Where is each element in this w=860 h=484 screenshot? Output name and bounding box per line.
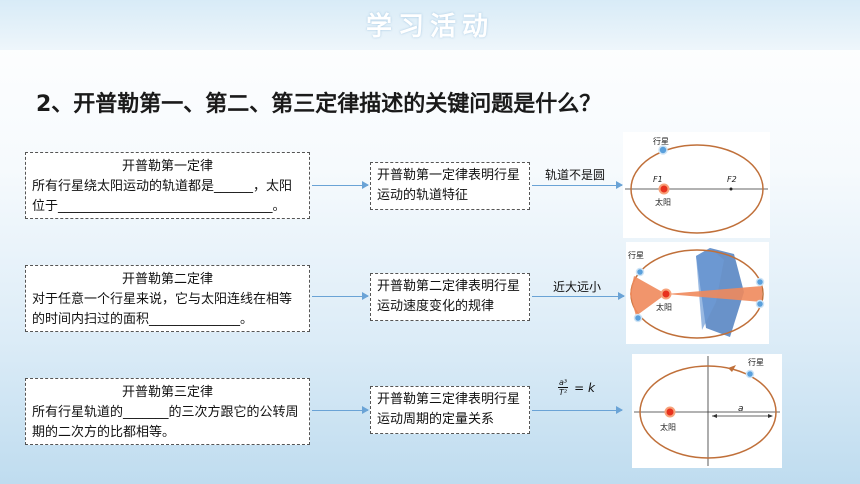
arrow-law3-to-meaning [312,406,369,414]
planet-label: 行星 [628,250,644,260]
planet-icon [658,145,668,155]
sun-label: 太阳 [656,302,672,312]
arrow-meaning1-to-diagram [532,181,623,189]
law1-label: 轨道不是圆 [545,168,606,182]
sun-label: 太阳 [655,197,671,207]
law1-box: 开普勒第一定律 所有行星绕太阳运动的轨道都是______，太阳位于_______… [25,152,310,219]
law2-title: 开普勒第二定律 [121,272,213,287]
law3-box: 开普勒第三定律 所有行星轨道的_______的三次方跟它的公转周期的二次方的比都… [25,378,310,445]
law2-box: 开普勒第二定律 对于任意一个行星来说，它与太阳连线在相等的时间内扫过的面积___… [25,265,310,332]
law1-title: 开普勒第一定律 [121,159,213,174]
orbit-ellipse [639,365,777,459]
equal-area-diagram: 行星 太阳 [626,242,769,344]
meaning1-box: 开普勒第一定律表明行星运动的轨道特征 [370,162,530,210]
planet-label: 行星 [653,136,669,146]
activity-title: 学习活动 [365,12,494,42]
a-label: a [738,404,744,414]
planet-icon [745,369,755,379]
header-band [0,0,860,50]
f2-label: F2 [727,175,737,184]
semi-major-axis-diagram: 行星 太阳 a [632,354,782,468]
formula-rhs: = k [574,380,595,395]
law2-text: 对于任意一个行星来说，它与太阳连线在相等的时间内扫过的面积___________… [32,292,293,327]
arrow-law2-to-meaning [312,292,369,300]
law2-label: 近大远小 [553,280,602,294]
law3-text: 所有行星轨道的_______的三次方跟它的公转周期的二次方的比都相等。 [32,405,299,440]
formula-denominator: T² [559,388,568,397]
formula-numerator: a³ [558,378,569,388]
law1-text: 所有行星绕太阳运动的轨道都是______，太阳位于_______________… [32,179,293,214]
planet-icon [635,267,645,277]
meaning2-box: 开普勒第二定律表明行星运动速度变化的规律 [370,273,530,321]
question-text: 2、开普勒第一、第二、第三定律描述的关键问题是什么？ [36,92,602,117]
f1-label: F1 [653,175,663,184]
law3-formula: a³ T² = k [558,378,595,397]
meaning3-text: 开普勒第三定律表明行星运动周期的定量关系 [377,392,521,427]
sun-icon [658,183,670,195]
ellipse-foci-diagram: 行星 F1 F2 太阳 [623,132,770,238]
arrow-law1-to-meaning [312,181,369,189]
law3-title: 开普勒第三定律 [121,385,213,400]
meaning2-text: 开普勒第二定律表明行星运动速度变化的规律 [377,279,521,314]
arrow-meaning3-to-diagram [532,406,623,414]
sun-icon [660,288,672,300]
meaning3-box: 开普勒第三定律表明行星运动周期的定量关系 [370,386,530,434]
planet-label: 行星 [748,357,764,367]
arrow-meaning2-to-diagram [532,292,625,300]
orbit-ellipse [630,144,764,234]
sun-label: 太阳 [660,422,676,432]
sun-icon [664,406,676,418]
meaning1-text: 开普勒第一定律表明行星运动的轨道特征 [377,168,521,203]
